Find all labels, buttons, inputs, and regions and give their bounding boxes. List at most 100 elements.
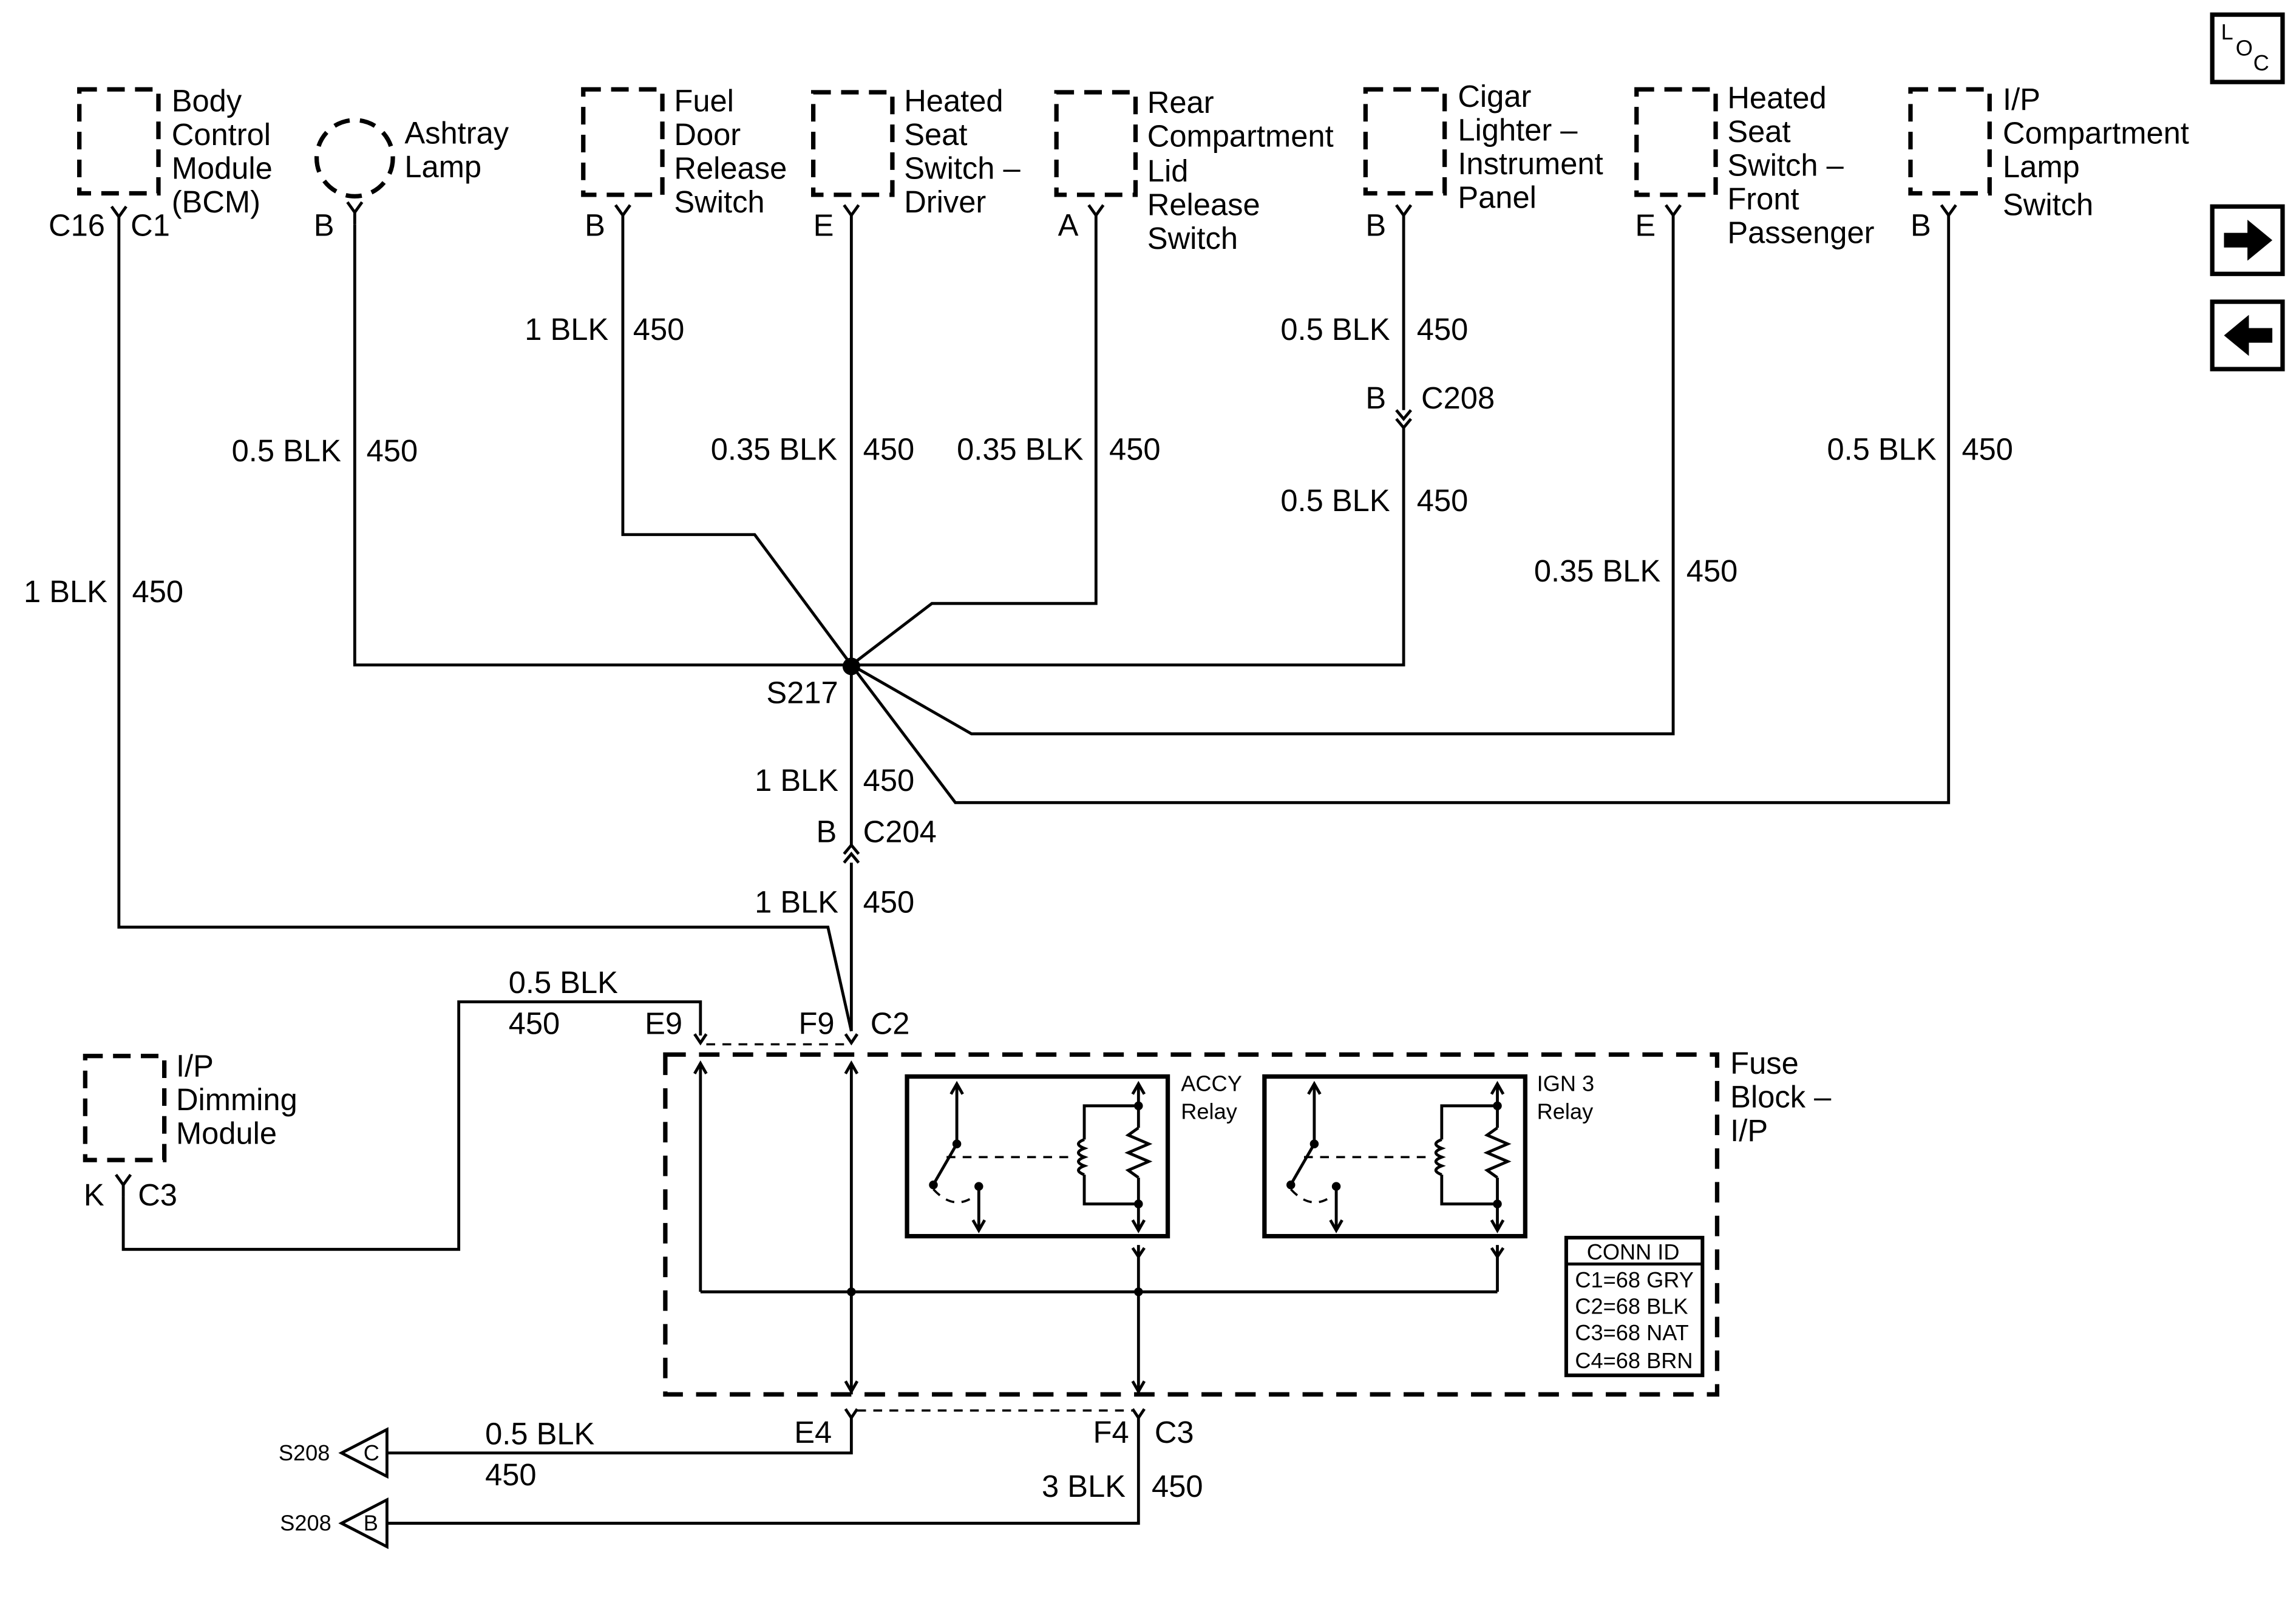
diagram-label: Control xyxy=(172,117,271,152)
wire-circuit: 450 xyxy=(509,1006,560,1041)
wire-gauge: 1 BLK xyxy=(755,884,838,919)
diagram-label: Lid xyxy=(1147,154,1189,188)
fuel-door-release-switch: Fuel Door Release Switch B xyxy=(581,83,787,243)
wire-gauge: 1 BLK xyxy=(525,312,608,347)
diagram-label: C2=68 BLK xyxy=(1575,1294,1688,1319)
diagram-label: Release xyxy=(674,151,787,185)
conn-id-table: CONN ID C1=68 GRY C2=68 BLK C3=68 NAT C4… xyxy=(1564,1236,1705,1377)
body-control-module: Body Control Module (BCM) C16 C1 xyxy=(49,83,273,242)
wire-gauge: 0.35 BLK xyxy=(957,432,1084,467)
wire-gauge: 0.5 BLK xyxy=(509,965,618,1000)
connector-pin: B xyxy=(1365,381,1386,415)
pin-label: E xyxy=(1635,208,1656,243)
connector-c208 xyxy=(1396,410,1411,428)
diagram-label: Lamp xyxy=(404,149,481,184)
previous-page-button[interactable] xyxy=(2210,299,2285,371)
wire-s208c xyxy=(387,1417,853,1455)
wire-circuit: 450 xyxy=(1686,554,1738,588)
wire-circuit: 450 xyxy=(1417,483,1469,518)
diagram-label: Compartment xyxy=(2003,115,2189,150)
diagram-label: Switch xyxy=(1147,221,1238,256)
diagram-label: Dimming xyxy=(176,1082,297,1117)
diagram-label: CONN ID xyxy=(1587,1239,1680,1264)
connector-pin: E4 xyxy=(794,1415,832,1449)
diagram-label: Lamp xyxy=(2003,149,2080,184)
rear-compartment-lid-release-switch: Rear Compartment Lid Release Switch A xyxy=(1054,85,1334,256)
arrow-right-icon xyxy=(2224,219,2273,261)
heated-seat-switch-driver: Heated Seat Switch – Driver E xyxy=(811,83,1021,243)
diagram-label: Heated xyxy=(904,83,1003,118)
diagram-label: S208 xyxy=(280,1511,331,1536)
splice-label: S217 xyxy=(766,675,838,710)
diagram-label: Seat xyxy=(1727,114,1790,149)
fuse-block-ip: Fuse Block – I/P xyxy=(663,1046,1832,1397)
connector-pin: F4 xyxy=(1093,1415,1129,1449)
wire-gauge: 0.5 BLK xyxy=(232,433,341,468)
diagram-label: Module xyxy=(172,151,273,185)
diagram-label: Relay xyxy=(1537,1099,1594,1124)
pin-label: B xyxy=(314,208,335,243)
connector-name: C2 xyxy=(871,1006,910,1041)
diagram-label: Fuse xyxy=(1730,1046,1799,1080)
heated-seat-switch-front-passenger: Heated Seat Switch – Front Passenger E xyxy=(1634,81,1875,250)
splice-s208-b: B S208 xyxy=(280,1497,389,1550)
diagram-label: Switch xyxy=(2003,188,2093,222)
connector-name: C3 xyxy=(1155,1415,1194,1449)
diagram-label: Switch – xyxy=(1727,148,1844,183)
wire-circuit: 450 xyxy=(1109,432,1161,467)
ign3-relay: IGN 3 Relay xyxy=(1262,1071,1595,1239)
wire-circuit: 450 xyxy=(633,312,685,347)
diagram-label: ACCY xyxy=(1181,1071,1242,1096)
diagram-label: Block – xyxy=(1730,1079,1832,1114)
diagram-label: Body xyxy=(172,83,242,118)
diagram-label: Compartment xyxy=(1147,118,1334,153)
diagram-label: Fuel xyxy=(674,83,734,118)
wire-seat-passenger xyxy=(851,227,1675,736)
diagram-label: O xyxy=(2236,36,2253,61)
diagram-label: C3=68 NAT xyxy=(1575,1320,1688,1345)
wire-bcm xyxy=(117,228,853,1032)
diagram-label: (BCM) xyxy=(172,185,260,219)
pin-label: C16 xyxy=(49,208,105,243)
pin-label: B xyxy=(1911,208,1931,243)
wire-dimming xyxy=(121,1000,702,1251)
wire-fuel-door xyxy=(621,227,853,666)
wire-circuit: 450 xyxy=(1417,312,1469,347)
pin-label: C3 xyxy=(138,1178,177,1212)
accy-relay: ACCY Relay xyxy=(905,1071,1242,1239)
diagram-label: L xyxy=(2221,19,2233,44)
diagram-label: I/P xyxy=(1730,1113,1768,1148)
wire-circuit: 450 xyxy=(485,1457,537,1492)
connector-pin: B xyxy=(816,815,837,849)
wire-circuit: 450 xyxy=(863,763,915,798)
diagram-label: IGN 3 xyxy=(1537,1071,1595,1096)
splice-s208-c: C S208 xyxy=(279,1427,389,1479)
connector-name: C208 xyxy=(1421,381,1495,415)
diagram-label: B xyxy=(364,1511,378,1536)
connector-name: C204 xyxy=(863,815,937,849)
diagram-label: Ashtray xyxy=(404,115,509,150)
wire-rear-compartment xyxy=(850,227,1098,666)
pin-label: A xyxy=(1058,208,1079,243)
pin-label: E xyxy=(813,208,834,243)
wire-circuit: 450 xyxy=(1152,1469,1203,1503)
next-page-button[interactable] xyxy=(2210,204,2285,276)
diagram-label: C xyxy=(2254,50,2269,75)
connector-pin: F9 xyxy=(798,1006,834,1041)
wire-gauge: 0.5 BLK xyxy=(1280,483,1390,518)
diagram-label: S208 xyxy=(279,1440,330,1465)
cigar-lighter-instrument-panel: Cigar Lighter – Instrument Panel B xyxy=(1363,79,1603,243)
diagram-label: Switch – xyxy=(904,151,1021,185)
wire-cigar-lower xyxy=(851,427,1405,666)
loc-button[interactable]: L O C xyxy=(2210,12,2285,84)
ip-dimming-module: I/P Dimming Module K C3 xyxy=(83,1049,297,1212)
pin-label: B xyxy=(585,208,605,243)
wire-ashtray xyxy=(353,224,852,666)
diagram-label: Driver xyxy=(904,185,986,219)
diagram-label: Heated xyxy=(1727,81,1826,115)
diagram-label: Cigar xyxy=(1458,79,1531,114)
diagram-label: C xyxy=(364,1440,379,1465)
wire-s208b xyxy=(387,1417,1140,1525)
wire-gauge: 3 BLK xyxy=(1042,1469,1126,1503)
diagram-label: I/P xyxy=(2003,82,2040,117)
